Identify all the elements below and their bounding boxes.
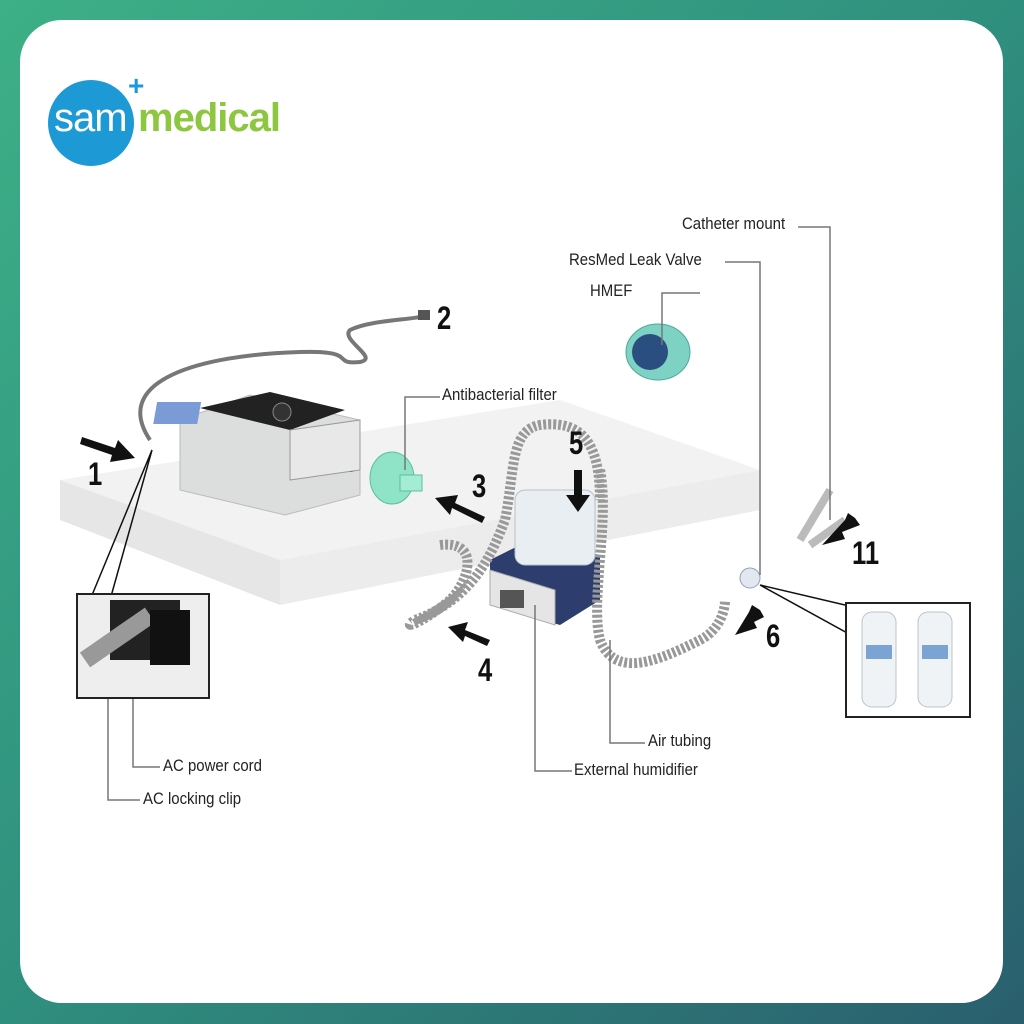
label-catheter-mount: Catheter mount <box>682 214 786 233</box>
arrow-5 <box>566 470 590 512</box>
step-3: 3 <box>472 468 487 504</box>
air-tubing-left <box>404 419 605 630</box>
plug-icon <box>418 310 430 320</box>
label-air-tubing: Air tubing <box>648 731 712 750</box>
sam-medical-logo: sam + medical <box>48 70 288 166</box>
label-leak-valve: ResMed Leak Valve <box>569 250 702 269</box>
air-tubing-right <box>592 469 730 669</box>
arrow-1 <box>80 437 135 462</box>
logo-plus-icon: + <box>128 70 145 101</box>
label-ac-locking-clip: AC locking clip <box>143 789 242 808</box>
step-4: 4 <box>478 652 493 688</box>
ventilator-device <box>153 392 361 516</box>
logo-text-sam: sam <box>54 96 128 140</box>
label-external-humidifier: External humidifier <box>574 760 698 779</box>
humidifier-image <box>489 489 600 626</box>
arrow-3 <box>435 495 485 523</box>
arrows <box>80 437 860 646</box>
leak-valve-inset <box>845 602 971 718</box>
ac-cord-inset <box>76 593 210 699</box>
step-2: 2 <box>437 300 452 336</box>
step-1: 1 <box>88 456 103 492</box>
logo-circle <box>48 80 134 166</box>
logo-text-medical: medical <box>138 96 281 140</box>
arrow-11 <box>822 513 860 545</box>
label-hmef: HMEF <box>590 281 633 300</box>
power-cord <box>138 314 426 442</box>
step-5: 5 <box>569 425 584 461</box>
step-6: 6 <box>766 618 781 654</box>
table-edge <box>60 480 280 605</box>
arrow-6 <box>735 605 764 635</box>
label-ac-power-cord: AC power cord <box>163 756 262 775</box>
leak-valve-image <box>739 567 761 589</box>
catheter-mount-image <box>796 487 848 549</box>
step-11: 11 <box>852 535 880 571</box>
label-antibacterial-filter: Antibacterial filter <box>442 385 557 404</box>
arrow-4 <box>448 622 490 646</box>
